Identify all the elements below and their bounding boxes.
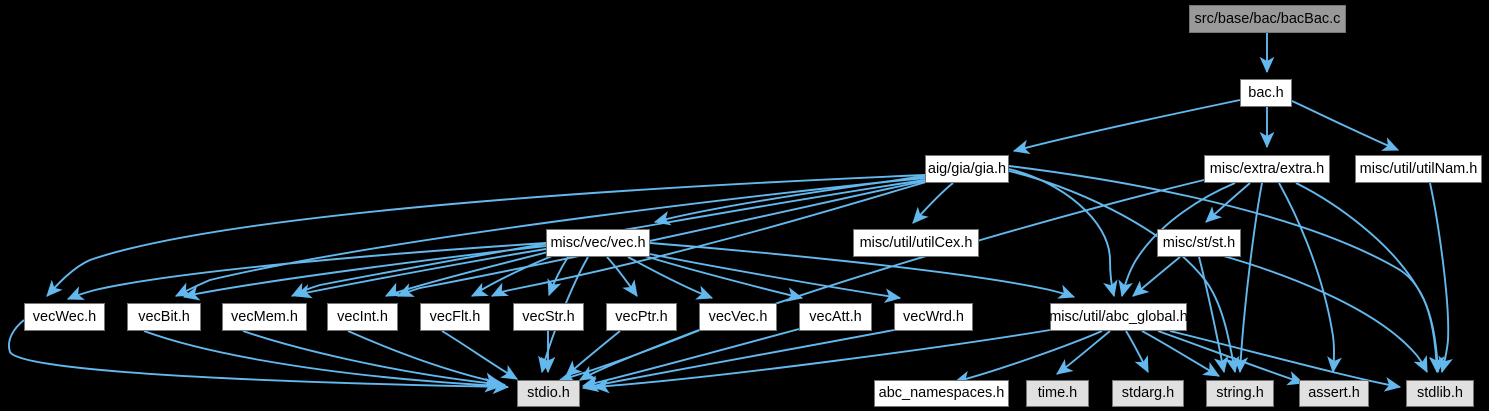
- graph-node-bacBac[interactable]: src/base/bac/bacBac.c: [1189, 5, 1346, 33]
- graph-edge: [606, 256, 638, 297]
- graph-node-label: misc/util/abc_global.h: [1049, 308, 1188, 325]
- graph-edge: [1125, 330, 1149, 374]
- graph-edge: [1132, 256, 1181, 297]
- graph-node-vecAtt[interactable]: vecAtt.h: [799, 303, 872, 331]
- graph-node-label: bac.h: [1248, 84, 1284, 101]
- graph-edge: [627, 256, 714, 300]
- graph-edge: [143, 330, 502, 393]
- graph-node-bac[interactable]: bac.h: [1240, 79, 1292, 107]
- graph-node-label: stdio.h: [527, 385, 570, 402]
- graph-node-label: vecVec.h: [708, 308, 768, 325]
- graph-node-vecVec[interactable]: vecVec.h: [699, 303, 777, 331]
- graph-node-label: assert.h: [1308, 385, 1360, 402]
- graph-node-stdarg[interactable]: stdarg.h: [1112, 380, 1184, 407]
- graph-node-label: misc/st/st.h: [1162, 234, 1236, 251]
- graph-node-label: vecPtr.h: [615, 308, 668, 325]
- graph-edge: [294, 248, 547, 299]
- graph-node-label: vecWec.h: [32, 308, 97, 325]
- graph-edge: [1291, 100, 1400, 151]
- graph-edge: [953, 330, 1103, 386]
- graph-node-label: vecFlt.h: [429, 308, 481, 325]
- graph-node-abc_global[interactable]: misc/util/abc_global.h: [1049, 303, 1188, 331]
- graph-node-vecWrd[interactable]: vecWrd.h: [894, 303, 973, 331]
- graph-edge: [470, 255, 553, 297]
- graph-node-label: aig/gia/gia.h: [927, 160, 1007, 177]
- graph-edge: [396, 180, 926, 297]
- graph-node-label: vecStr.h: [522, 308, 575, 325]
- graph-edge: [1157, 330, 1305, 386]
- graph-node-label: misc/extra/extra.h: [1209, 160, 1325, 177]
- graph-node-stdio[interactable]: stdio.h: [517, 380, 580, 407]
- graph-edge: [1141, 330, 1220, 377]
- graph-edge: [1219, 254, 1428, 374]
- graph-node-time[interactable]: time.h: [1026, 380, 1089, 407]
- graph-node-vecFlt[interactable]: vecFlt.h: [420, 303, 490, 331]
- graph-edge: [1118, 182, 1236, 298]
- graph-edge: [46, 174, 926, 297]
- graph-node-label: misc/util/utilCex.h: [859, 234, 973, 251]
- graph-edge: [347, 330, 502, 388]
- graph-node-label: vecBit.h: [138, 308, 190, 325]
- graph-node-label: misc/vec/vec.h: [550, 234, 646, 251]
- graph-node-string[interactable]: string.h: [1206, 380, 1274, 407]
- graph-edge: [1295, 182, 1444, 374]
- graph-edge: [1429, 182, 1453, 374]
- graph-node-st[interactable]: misc/st/st.h: [1157, 229, 1241, 257]
- graph-node-vecStr[interactable]: vecStr.h: [513, 303, 584, 331]
- graph-node-utilCex[interactable]: misc/util/utilCex.h: [853, 229, 979, 257]
- graph-edge: [384, 251, 549, 297]
- graph-node-utilNam[interactable]: misc/util/utilNam.h: [1355, 155, 1482, 183]
- graph-edge: [1233, 182, 1263, 374]
- graph-edge: [66, 242, 547, 300]
- graph-edge: [1056, 330, 1111, 375]
- graph-node-extra[interactable]: misc/extra/extra.h: [1204, 155, 1330, 183]
- graph-node-label: src/base/bac/bacBac.c: [1194, 10, 1341, 27]
- graph-edge: [565, 330, 621, 377]
- graph-edge: [182, 245, 547, 301]
- graph-edge: [649, 253, 902, 304]
- graph-edge: [1278, 182, 1342, 374]
- graph-edge: [912, 182, 954, 224]
- graph-edge: [441, 330, 518, 380]
- graph-node-label: vecMem.h: [231, 308, 298, 325]
- graph-edge: [558, 179, 1205, 384]
- graph-edge: [644, 255, 804, 302]
- graph-node-label: string.h: [1216, 385, 1264, 402]
- graph-node-label: stdarg.h: [1121, 385, 1175, 402]
- graph-edge: [242, 330, 507, 391]
- graph-edge: [649, 242, 1076, 299]
- graph-node-assert[interactable]: assert.h: [1299, 380, 1369, 407]
- graph-node-vec[interactable]: misc/vec/vec.h: [546, 229, 650, 257]
- graph-node-label: vecInt.h: [337, 308, 388, 325]
- graph-edge: [1008, 170, 1240, 374]
- graph-edge: [1205, 182, 1251, 223]
- graph-node-label: misc/util/utilNam.h: [1359, 160, 1478, 177]
- graph-edge: [8, 319, 510, 395]
- graph-node-label: stdlib.h: [1417, 385, 1463, 402]
- graph-edge: [547, 256, 569, 297]
- graph-node-vecMem[interactable]: vecMem.h: [222, 303, 307, 331]
- graph-edge: [1012, 99, 1241, 155]
- graph-edge: [1198, 256, 1229, 374]
- graph-edge: [1169, 330, 1402, 392]
- graph-node-gia[interactable]: aig/gia/gia.h: [925, 155, 1009, 183]
- graph-node-vecWec[interactable]: vecWec.h: [24, 303, 105, 331]
- graph-edge: [1008, 165, 1445, 374]
- graph-node-label: vecAtt.h: [809, 308, 862, 325]
- graph-node-vecBit[interactable]: vecBit.h: [127, 303, 201, 331]
- graph-edge: [174, 177, 926, 297]
- graph-node-label: time.h: [1037, 385, 1078, 402]
- graph-edge: [592, 329, 1051, 394]
- graph-node-label: vecWrd.h: [903, 308, 964, 325]
- graph-node-vecPtr[interactable]: vecPtr.h: [606, 303, 677, 331]
- graph-node-label: abc_namespaces.h: [878, 385, 1005, 402]
- graph-node-stdlib[interactable]: stdlib.h: [1406, 380, 1474, 407]
- graph-node-abc_namespaces[interactable]: abc_namespaces.h: [874, 380, 1009, 407]
- graph-node-vecInt[interactable]: vecInt.h: [327, 303, 398, 331]
